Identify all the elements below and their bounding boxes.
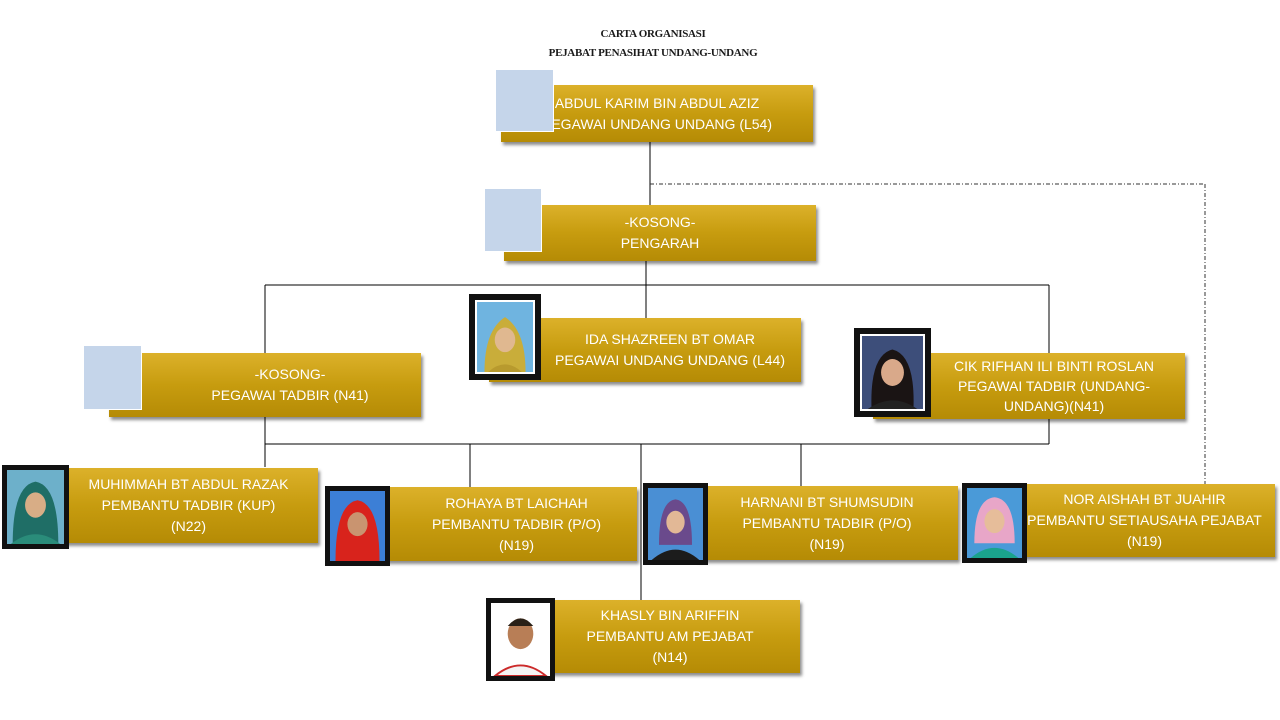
photo-placeholder [495, 69, 554, 132]
node-muhimmah: MUHIMMAH BT ABDUL RAZAK PEMBANTU TADBIR … [55, 468, 318, 543]
photo-khasly [486, 598, 555, 681]
node-role-cont: UNDANG)(N41) [1003, 398, 1105, 414]
node-grade: (N19) [809, 535, 845, 552]
photo-nor-aishah [962, 483, 1027, 563]
photo-placeholder [484, 188, 542, 252]
person-photo-icon [7, 470, 64, 544]
node-pengarah: -KOSONG- PENGARAH [504, 205, 816, 261]
person-photo-icon [491, 603, 550, 676]
node-grade: (N14) [652, 649, 688, 665]
node-kosong-n41: -KOSONG- PEGAWAI TADBIR (N41) [109, 353, 421, 417]
photo-rohaya [325, 486, 390, 566]
node-khasly: KHASLY BIN ARIFFIN PEMBANTU AM PEJABAT (… [536, 600, 800, 673]
person-photo-icon [967, 488, 1022, 558]
node-name: CIK RIFHAN ILI BINTI ROSLAN [954, 358, 1154, 374]
chart-subtitle: PEJABAT PENASIHAT UNDANG-UNDANG [548, 47, 758, 59]
node-role: PEMBANTU TADBIR (P/O) [431, 515, 602, 532]
node-name: HARNANI BT SHUMSUDIN [740, 493, 914, 510]
node-role: PEGAWAI TADBIR (N41) [211, 387, 369, 403]
person-photo-icon [862, 336, 923, 409]
node-name: ROHAYA BT LAICHAH [445, 494, 588, 511]
node-grade: (N19) [498, 536, 534, 553]
photo-ida [469, 294, 541, 380]
node-name: MUHIMMAH BT ABDUL RAZAK [88, 476, 289, 492]
photo-placeholder [83, 345, 142, 410]
node-ida-shazreen: IDA SHAZREEN BT OMAR PEGAWAI UNDANG UNDA… [489, 318, 801, 382]
node-name: KHASLY BIN ARIFFIN [600, 607, 740, 623]
node-role: PEMBANTU TADBIR (P/O) [742, 514, 912, 531]
node-name: NOR AISHAH BT JUAHIR [1063, 491, 1226, 507]
photo-rifhan [854, 328, 931, 417]
person-photo-icon [330, 491, 385, 561]
photo-muhimmah [2, 465, 69, 549]
node-role: PEMBANTU TADBIR (KUP) [101, 497, 276, 513]
node-name: -KOSONG- [624, 214, 696, 230]
person-photo-icon [477, 302, 533, 372]
node-grade: (N19) [1126, 533, 1162, 549]
node-role: PEMBANTU SETIAUSAHA PEJABAT [1027, 512, 1262, 528]
node-role: PEGAWAI UNDANG UNDANG (L54) [542, 115, 772, 132]
node-grade: (N22) [170, 518, 206, 534]
node-name: ABDUL KARIM BIN ABDUL AZIZ [554, 94, 760, 111]
node-role: PEGAWAI UNDANG UNDANG (L44) [555, 352, 785, 368]
photo-harnani [643, 483, 708, 565]
node-name: -KOSONG- [254, 366, 326, 382]
node-role: PEMBANTU AM PEJABAT [586, 628, 754, 644]
node-nor-aishah: NOR AISHAH BT JUAHIR PEMBANTU SETIAUSAHA… [1014, 484, 1275, 557]
node-harnani: HARNANI BT SHUMSUDIN PEMBANTU TADBIR (P/… [696, 486, 958, 560]
node-role: PENGARAH [620, 235, 700, 251]
node-role: PEGAWAI TADBIR (UNDANG- [957, 378, 1151, 394]
node-name: IDA SHAZREEN BT OMAR [584, 331, 756, 347]
node-rohaya: ROHAYA BT LAICHAH PEMBANTU TADBIR (P/O) … [376, 487, 637, 561]
person-photo-icon [648, 488, 703, 560]
chart-title: CARTA ORGANISASI [600, 28, 706, 40]
